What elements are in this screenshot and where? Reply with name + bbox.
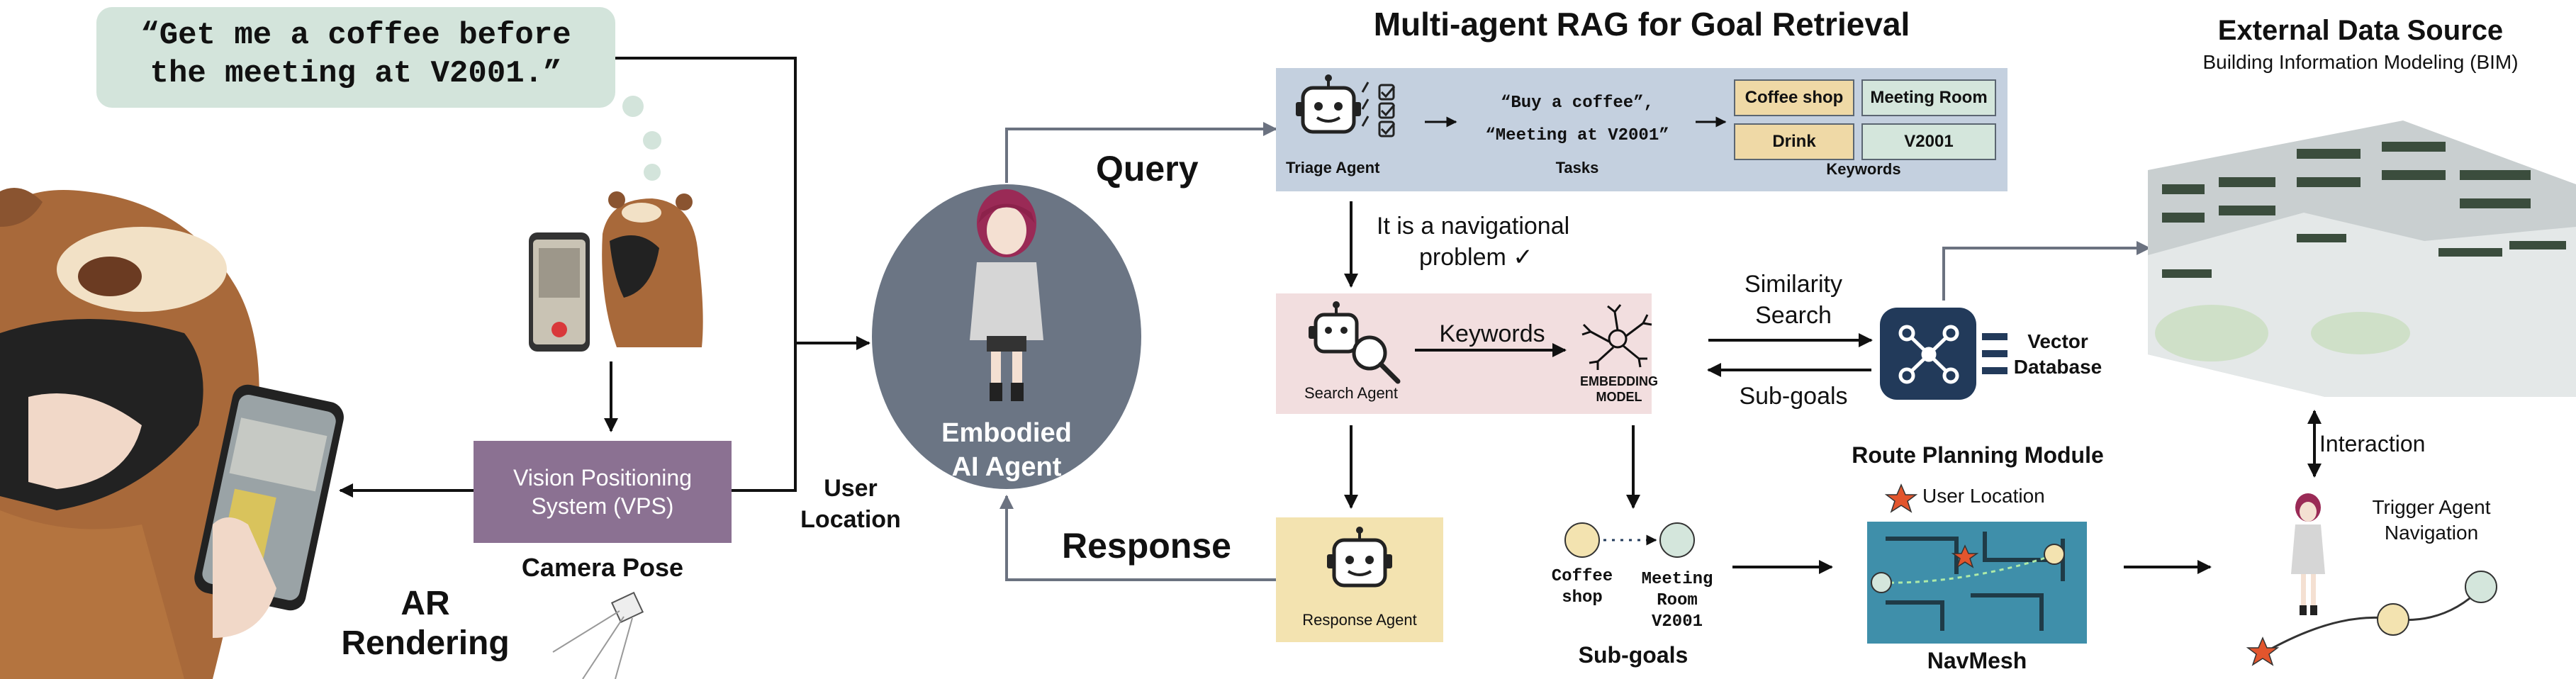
rag-title: Multi-agent RAG for Goal Retrieval bbox=[1373, 6, 1910, 43]
embedding-line-2: MODEL bbox=[1596, 390, 1642, 404]
vps-box: Vision Positioning System (VPS) bbox=[474, 441, 732, 543]
keyword-meeting-room: Meeting Room bbox=[1861, 79, 1996, 116]
building-model-icon bbox=[2148, 120, 2576, 397]
subgoal-start-line-2: shop bbox=[1562, 588, 1603, 607]
thought-dots bbox=[622, 96, 661, 181]
vector-network-icon bbox=[1880, 308, 2007, 400]
keyword-drink: Drink bbox=[1734, 123, 1854, 160]
user-location-line-2: Location bbox=[800, 506, 901, 533]
task-2: “Meeting at V2001” bbox=[1485, 126, 1669, 145]
camera-frustum-icon bbox=[552, 591, 644, 679]
user-character-illustration bbox=[0, 188, 259, 679]
user-location-line-1: User bbox=[824, 475, 878, 502]
subgoals-caption: Sub-goals bbox=[1578, 642, 1689, 668]
embedding-line-1: EMBEDDING bbox=[1579, 374, 1658, 388]
keyword-coffee-shop: Coffee shop bbox=[1734, 79, 1854, 116]
nav-check-line-1: It is a navigational bbox=[1377, 213, 1570, 240]
trigger-line-1: Trigger Agent bbox=[2372, 496, 2491, 518]
trigger-line-2: Navigation bbox=[2384, 522, 2479, 544]
phone-icon bbox=[529, 232, 590, 352]
query-label: Query bbox=[1096, 149, 1199, 189]
vps-line-2: System (VPS) bbox=[531, 493, 674, 519]
embodied-agent-line-1: Embodied bbox=[941, 418, 1072, 448]
small-character-illustration bbox=[602, 191, 703, 347]
embodied-agent-line-2: AI Agent bbox=[951, 452, 1062, 482]
anime-agent-illustration bbox=[970, 189, 1043, 401]
navigating-agent-illustration bbox=[2291, 493, 2325, 615]
external-title: External Data Source bbox=[2217, 15, 2504, 46]
navmesh-map bbox=[1867, 522, 2087, 644]
speech-line-2: the meeting at V2001.” bbox=[150, 55, 562, 91]
subgoal-start-node bbox=[1564, 522, 1600, 558]
interaction-label: Interaction bbox=[2319, 431, 2426, 456]
keywords-label: Keywords bbox=[1826, 160, 1901, 178]
user-location-legend: User Location bbox=[1922, 485, 2045, 507]
similarity-line-1: Similarity bbox=[1745, 271, 1842, 298]
speech-bubble-text: “Get me a coffee before the meeting at V… bbox=[96, 17, 615, 93]
subgoal-start-line-1: Coffee bbox=[1551, 567, 1613, 586]
navmesh-caption: NavMesh bbox=[1927, 648, 2027, 673]
subgoal-end-line-3: V2001 bbox=[1651, 612, 1703, 632]
tasks-label: Tasks bbox=[1555, 159, 1599, 176]
response-label: Response bbox=[1062, 526, 1231, 566]
magnifier-icon bbox=[1352, 335, 1401, 384]
neural-network-icon bbox=[1581, 304, 1652, 370]
speech-line-1: “Get me a coffee before bbox=[140, 18, 571, 53]
keywords-arrow-label: Keywords bbox=[1439, 320, 1545, 347]
subgoal-end-line-1: Meeting bbox=[1641, 570, 1713, 589]
star-icon bbox=[1884, 483, 1918, 513]
camera-pose-label: Camera Pose bbox=[521, 553, 684, 582]
ar-label-line-1: AR bbox=[401, 585, 450, 622]
keyword-v2001: V2001 bbox=[1861, 123, 1996, 160]
triage-agent-label: Triage Agent bbox=[1286, 159, 1380, 176]
search-robot-icon bbox=[1309, 301, 1359, 354]
vps-line-1: Vision Positioning bbox=[513, 465, 692, 490]
response-robot-icon bbox=[1327, 527, 1392, 588]
external-subtitle: Building Information Modeling (BIM) bbox=[2202, 51, 2519, 73]
similarity-line-2: Search bbox=[1755, 302, 1832, 329]
nav-check-line-2: problem ✓ bbox=[1419, 244, 1533, 271]
response-agent-label: Response Agent bbox=[1302, 611, 1417, 629]
route-planning-title: Route Planning Module bbox=[1852, 442, 2104, 468]
ar-label-line-2: Rendering bbox=[341, 624, 510, 662]
subgoal-end-node bbox=[1659, 522, 1695, 558]
subgoals-arrow-label: Sub-goals bbox=[1739, 383, 1848, 410]
search-agent-label: Search Agent bbox=[1304, 384, 1399, 402]
subgoal-end-line-2: Room bbox=[1657, 591, 1698, 610]
checklist-icon bbox=[1361, 82, 1396, 138]
speech-bubble bbox=[96, 7, 615, 108]
vector-db-line-1: Vector bbox=[2027, 330, 2088, 352]
robot-icon bbox=[1296, 74, 1361, 134]
vector-db-line-2: Database bbox=[2013, 356, 2102, 378]
task-1: “Buy a coffee”, bbox=[1500, 94, 1654, 113]
